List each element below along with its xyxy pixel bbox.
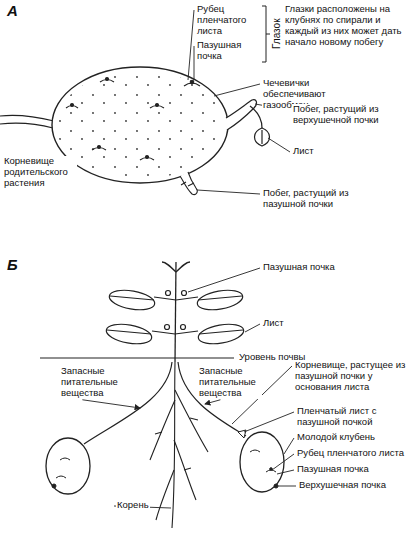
leader-line bbox=[245, 324, 260, 332]
parent-rhizome bbox=[0, 115, 54, 128]
callout-label: Верхушечная почка bbox=[298, 480, 390, 491]
leader-line bbox=[278, 486, 296, 487]
callout-label: Корень bbox=[116, 500, 150, 511]
leader-line bbox=[277, 470, 294, 474]
panel-letter: А bbox=[6, 2, 19, 19]
leader-line bbox=[82, 400, 140, 408]
leader-line bbox=[188, 10, 194, 80]
plant-stem bbox=[162, 262, 190, 362]
group-label: Глазок bbox=[270, 18, 282, 51]
leader-line bbox=[197, 190, 260, 194]
callout-label: Рубец пленчатого листа bbox=[196, 4, 262, 37]
axillary-shoot bbox=[180, 172, 197, 195]
callout-label: Рубец пленчатого листа bbox=[296, 448, 416, 459]
tuber-details bbox=[52, 430, 278, 488]
lenticels bbox=[56, 71, 224, 179]
callout-label: Побег, растущий из верхушечной почки bbox=[292, 104, 416, 126]
callout-label: Пазушная почка bbox=[196, 40, 262, 62]
leader-line bbox=[284, 438, 294, 454]
callout-label: Запасные питательные вещества bbox=[198, 366, 262, 399]
callout-label: Лист bbox=[262, 318, 285, 329]
callout-label: Пленчатый лист с пазушной почкой bbox=[296, 406, 416, 428]
callout-label: Корневище родительского растения bbox=[3, 156, 77, 189]
callout-label: Корневище, растущее из пазушной почки у … bbox=[294, 360, 416, 393]
note-text: Глазки расположены на клубнях по спирали… bbox=[284, 4, 416, 48]
soil-level bbox=[40, 357, 234, 358]
leader-line bbox=[268, 138, 290, 152]
callout-label: Молодой клубень bbox=[296, 432, 416, 443]
panel-letter: Б bbox=[6, 256, 19, 273]
leader-line bbox=[244, 412, 294, 432]
eye-bracket bbox=[262, 6, 270, 62]
leader-line bbox=[194, 46, 195, 80]
leader-line bbox=[188, 268, 260, 292]
leader-line bbox=[272, 454, 294, 470]
callout-label: Пазушная почка bbox=[262, 262, 384, 273]
young-tubers bbox=[46, 432, 284, 494]
plant-leaves bbox=[105, 287, 245, 347]
leader-line bbox=[205, 400, 220, 404]
callout-label: Запасные питательные вещества bbox=[60, 366, 124, 399]
callout-label: Пазушная почка bbox=[296, 464, 416, 475]
callout-label: Лист bbox=[292, 146, 315, 157]
tuber bbox=[52, 67, 228, 183]
callout-label: Побег, растущий из пазушной почки bbox=[262, 188, 376, 210]
tuber-eyes bbox=[66, 78, 200, 161]
leader-line bbox=[214, 84, 260, 96]
